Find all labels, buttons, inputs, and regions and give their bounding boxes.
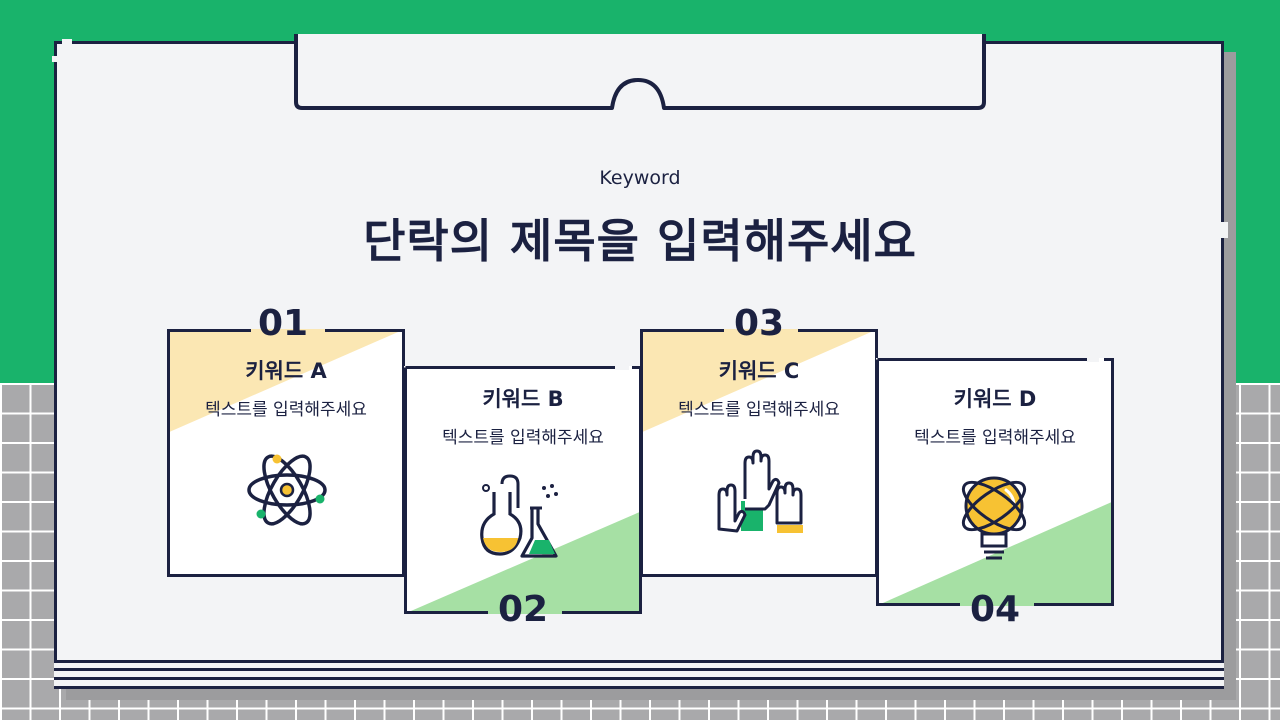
card-number: 04 bbox=[969, 589, 1021, 630]
card-number: 03 bbox=[733, 303, 785, 344]
page-title: 단락의 제목을 입력해주세요 bbox=[363, 214, 917, 268]
card-text: 텍스트를 입력해주세요 bbox=[678, 400, 840, 420]
border-gap bbox=[615, 364, 629, 370]
atom-icon bbox=[247, 454, 327, 526]
paper-stack bbox=[54, 660, 1224, 688]
section-subtitle: Keyword bbox=[599, 167, 681, 189]
card-keyword: 키워드 C bbox=[718, 359, 800, 383]
paper-stack-line bbox=[54, 686, 1224, 689]
flask-icon bbox=[480, 474, 558, 558]
keyword-card-d: 키워드 D 텍스트를 입력해주세요 bbox=[876, 358, 1114, 606]
card-keyword: 키워드 D bbox=[953, 387, 1037, 411]
card-text: 텍스트를 입력해주세요 bbox=[205, 400, 367, 420]
lightbulb-atom-icon bbox=[961, 476, 1027, 560]
card-keyword: 키워드 A bbox=[245, 359, 327, 383]
border-gap bbox=[52, 56, 60, 62]
keyword-card-b: 키워드 B 텍스트를 입력해주세요 bbox=[404, 366, 642, 614]
border-gap bbox=[1087, 356, 1099, 362]
card-text: 텍스트를 입력해주세요 bbox=[914, 428, 1076, 448]
border-gap bbox=[1220, 222, 1228, 238]
card-number: 02 bbox=[497, 589, 549, 630]
paper-stack-line bbox=[54, 668, 1224, 671]
card-text: 텍스트를 입력해주세요 bbox=[442, 428, 604, 448]
border-gap bbox=[62, 39, 72, 45]
raised-hands-icon bbox=[717, 449, 803, 533]
keyword-card-c: 키워드 C 텍스트를 입력해주세요 bbox=[640, 329, 878, 577]
keyword-card-a: 키워드 A 텍스트를 입력해주세요 bbox=[167, 329, 405, 577]
paper-stack-line bbox=[54, 677, 1224, 680]
card-number: 01 bbox=[257, 303, 309, 344]
clipboard-tab bbox=[294, 34, 986, 110]
card-keyword: 키워드 B bbox=[482, 387, 564, 411]
